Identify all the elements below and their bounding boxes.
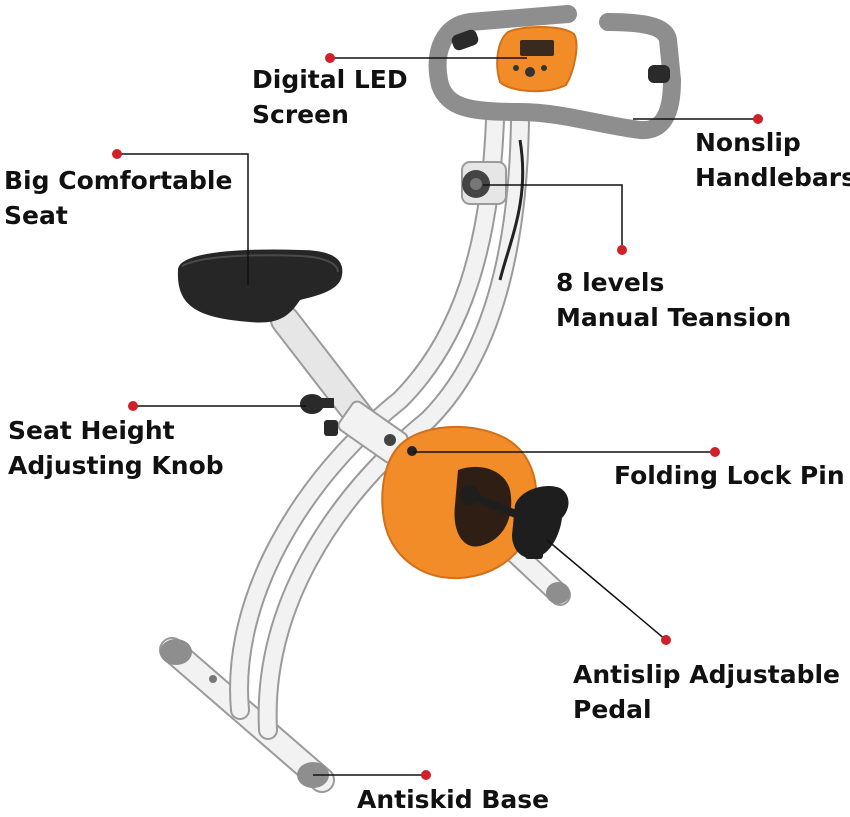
seat-clamp <box>324 420 338 436</box>
sensor-cable <box>498 139 525 281</box>
led-console <box>496 26 578 93</box>
folding-joint <box>337 400 409 464</box>
label-antislip-pedal: Antislip Adjustable Pedal <box>573 657 840 727</box>
label-nonslip-handlebars: Nonslip Handlebars <box>695 125 850 195</box>
label-line: Adjusting Knob <box>8 451 224 480</box>
callout-dot-tension <box>617 245 627 255</box>
label-line: Manual Teansion <box>556 303 792 332</box>
handlebars <box>428 5 681 140</box>
label-antiskid-base: Antiskid Base <box>357 782 549 817</box>
seat <box>177 249 343 323</box>
pedal <box>460 485 569 559</box>
label-line: Antiskid Base <box>357 785 550 814</box>
callout-dot-led-screen <box>325 53 335 63</box>
label-line: Pedal <box>573 695 652 724</box>
callout-lines <box>112 53 763 780</box>
label-digital-led-screen: Digital LED Screen <box>252 62 408 132</box>
label-line: Nonslip <box>695 128 801 157</box>
callout-dot-knob <box>128 401 138 411</box>
base-end-cap-back <box>160 639 192 665</box>
label-line: Big Comfortable <box>4 166 233 195</box>
folding-lock-pin <box>407 446 417 456</box>
callout-line-tension <box>483 184 623 250</box>
label-seat-height-knob: Seat Height Adjusting Knob <box>8 413 224 483</box>
exercise-bike-illustration <box>159 5 681 793</box>
callout-dot-seat <box>112 149 122 159</box>
callout-dot-base <box>421 770 431 780</box>
label-line: Antislip Adjustable <box>573 660 841 689</box>
label-line: Seat <box>4 201 68 230</box>
seat-height-knob <box>300 394 334 414</box>
callout-line-seat <box>117 153 249 285</box>
callout-dot-lock-pin <box>710 447 720 457</box>
label-line: Digital LED <box>252 65 408 94</box>
label-big-comfortable-seat: Big Comfortable Seat <box>4 163 232 233</box>
label-manual-tension: 8 levels Manual Teansion <box>556 265 791 335</box>
tension-knob <box>461 161 507 205</box>
label-line: Seat Height <box>8 416 175 445</box>
label-line: Handlebars <box>695 163 850 192</box>
label-line: 8 levels <box>556 268 665 297</box>
flywheel-housing <box>381 425 538 580</box>
label-folding-lock-pin: Folding Lock Pin <box>614 458 845 493</box>
label-line: Folding Lock Pin <box>614 461 845 490</box>
label-line: Screen <box>252 100 349 129</box>
callout-dot-handlebars <box>753 114 763 124</box>
callout-dot-pedal <box>661 635 671 645</box>
callout-line-pedal <box>546 539 667 641</box>
